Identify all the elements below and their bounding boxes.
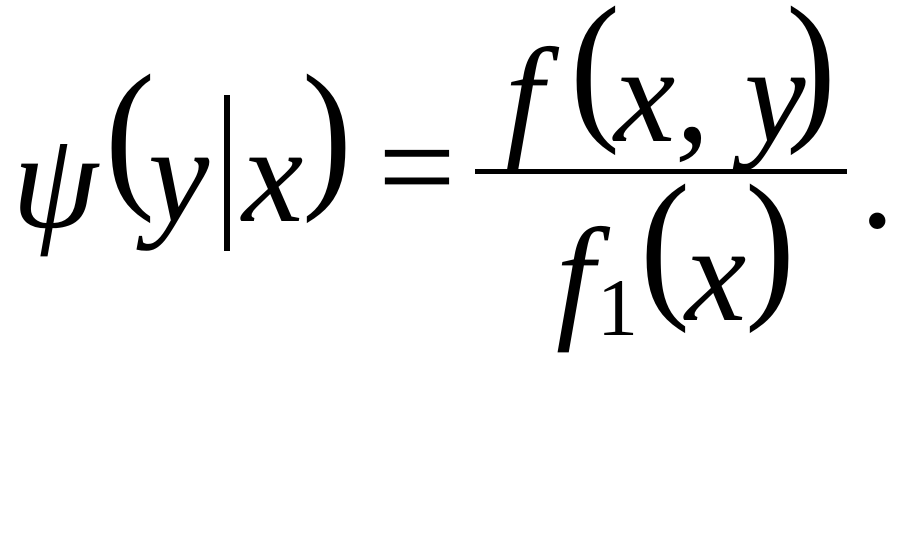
numerator-func-f: f xyxy=(505,20,544,173)
denominator-func-f: f xyxy=(556,200,595,353)
numerator-close-paren: ) xyxy=(786,0,836,157)
denominator-arg-x: x xyxy=(685,197,747,350)
denominator-open-paren: ( xyxy=(640,151,690,335)
lhs-var-y: y xyxy=(148,98,210,251)
equals-sign: = xyxy=(378,90,456,243)
numerator-open-paren: ( xyxy=(570,0,620,157)
fraction-bar xyxy=(475,169,847,174)
lhs-open-paren: ( xyxy=(105,41,155,225)
psi-symbol: ψ xyxy=(12,104,98,257)
denominator-subscript: 1 xyxy=(597,262,638,353)
conditional-bar xyxy=(224,95,230,251)
denominator-close-paren: ) xyxy=(745,151,795,335)
numerator-args: x, y xyxy=(614,18,806,171)
lhs-close-paren: ) xyxy=(302,41,352,225)
lhs-var-x: x xyxy=(242,98,304,251)
terminal-period: . xyxy=(860,104,895,257)
